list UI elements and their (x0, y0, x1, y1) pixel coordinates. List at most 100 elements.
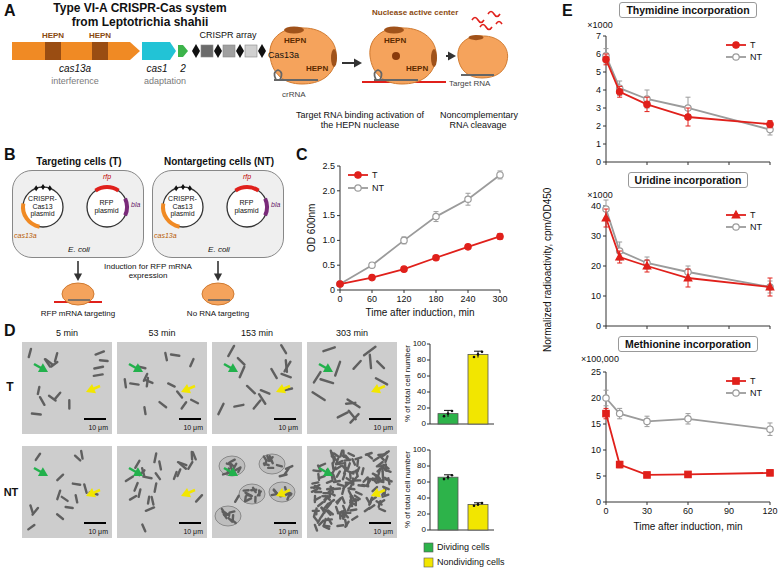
scale-label: 10 μm (373, 424, 393, 432)
bacterium (230, 460, 234, 462)
data-marker (684, 274, 692, 281)
tick-label: 40 (417, 387, 426, 396)
marker-arrow-head (181, 488, 191, 497)
data-marker (433, 213, 439, 219)
panel-title: Type VI-A CRISPR-Cas system from Leptotr… (40, 2, 240, 30)
legend-text: T (750, 376, 756, 386)
error-cap (686, 97, 691, 98)
data-marker (766, 283, 774, 290)
bacterium (343, 474, 345, 480)
colony (239, 484, 265, 504)
micrograph (212, 342, 302, 434)
repeat-mark (34, 185, 38, 191)
bacterium (152, 497, 154, 505)
scale-label: 10 μm (278, 528, 298, 536)
tick (606, 162, 607, 165)
scale-bar (274, 522, 296, 524)
marker-arrow-head (133, 363, 143, 372)
scale-factor: ×1000 (587, 190, 612, 200)
tick-label: 40 (591, 201, 601, 211)
data-marker (497, 172, 503, 178)
data-line (606, 414, 770, 475)
bacterium (154, 453, 156, 462)
protein-body (62, 283, 94, 305)
bacterium (218, 404, 223, 414)
tick (337, 265, 340, 266)
tick-label: 20 (591, 393, 601, 403)
tick-label: 2.5 (322, 161, 335, 171)
bacterium (362, 468, 364, 474)
error-cap (604, 390, 609, 391)
bacterium (130, 496, 136, 500)
bacterium (337, 471, 340, 476)
bacterium (334, 487, 340, 490)
scale-bar (179, 418, 201, 420)
bacterium (236, 468, 240, 470)
y-axis (606, 36, 607, 162)
gene-name: cas13a (59, 63, 91, 75)
hepn-domain (384, 27, 404, 34)
data-marker (337, 281, 343, 287)
tick-label: 10 (591, 445, 601, 455)
tick-label: 30 (642, 506, 652, 516)
tick-label: 100 (413, 339, 426, 348)
bacterium (374, 458, 379, 461)
bacterium (73, 484, 80, 485)
tick (603, 424, 606, 425)
protein-node: HEPNHEPNCas13acrRNA (262, 20, 342, 106)
domain-label: HEPN (306, 64, 328, 73)
tick (427, 408, 430, 409)
bacterium (367, 498, 370, 503)
bacterium (348, 463, 350, 469)
tick (337, 166, 340, 167)
bacterium (367, 455, 372, 459)
error-cap (645, 272, 650, 273)
gene-name: cas1 (146, 63, 167, 75)
colony (219, 456, 245, 476)
bacterium (314, 485, 319, 488)
data-line (340, 236, 500, 284)
hepn-domain (469, 35, 484, 40)
edge-line-head (354, 59, 362, 68)
error-cap (617, 242, 622, 243)
data-marker (644, 418, 650, 424)
bacterium (36, 454, 40, 460)
bacterium (228, 346, 234, 356)
micrograph (22, 342, 112, 434)
step-caption: Target RNA binding activation of the HEP… (295, 110, 425, 131)
bacterium (381, 472, 384, 478)
tick-label: 3 (596, 103, 601, 113)
scale-label: 10 μm (88, 424, 108, 432)
tick-label: 120 (762, 506, 777, 516)
tick (427, 498, 430, 499)
bacterium (270, 456, 272, 461)
tick (603, 266, 606, 267)
shape-outline (362, 20, 444, 106)
array-label: CRISPR array (199, 30, 256, 40)
bacterium (327, 481, 333, 483)
protein-name: Cas13a (268, 50, 299, 60)
tick (603, 476, 606, 477)
micrograph (307, 446, 397, 538)
bacterium (334, 453, 339, 457)
bacterium (312, 482, 318, 483)
tick-label: 60 (417, 477, 426, 486)
gene-label: bla (131, 201, 140, 209)
marker-arrow-head (181, 384, 191, 393)
axis-title: OD 600nm (306, 204, 318, 252)
bacterium (352, 517, 357, 520)
tick (427, 344, 430, 345)
process-arrow-head (214, 274, 222, 281)
bacterium (338, 412, 348, 417)
tick-label: 20 (591, 261, 601, 271)
gene-label: cas13a (154, 232, 177, 240)
tick-label: 0 (596, 321, 601, 331)
error-cap (617, 97, 622, 98)
tick-label: 0 (596, 157, 601, 167)
gene-label: cas13a (14, 232, 37, 240)
error-cap (604, 408, 609, 409)
tick-label: 60 (683, 506, 693, 516)
bacterium (125, 379, 126, 387)
data-marker (337, 281, 343, 287)
scale-label: 10 μm (88, 528, 108, 536)
